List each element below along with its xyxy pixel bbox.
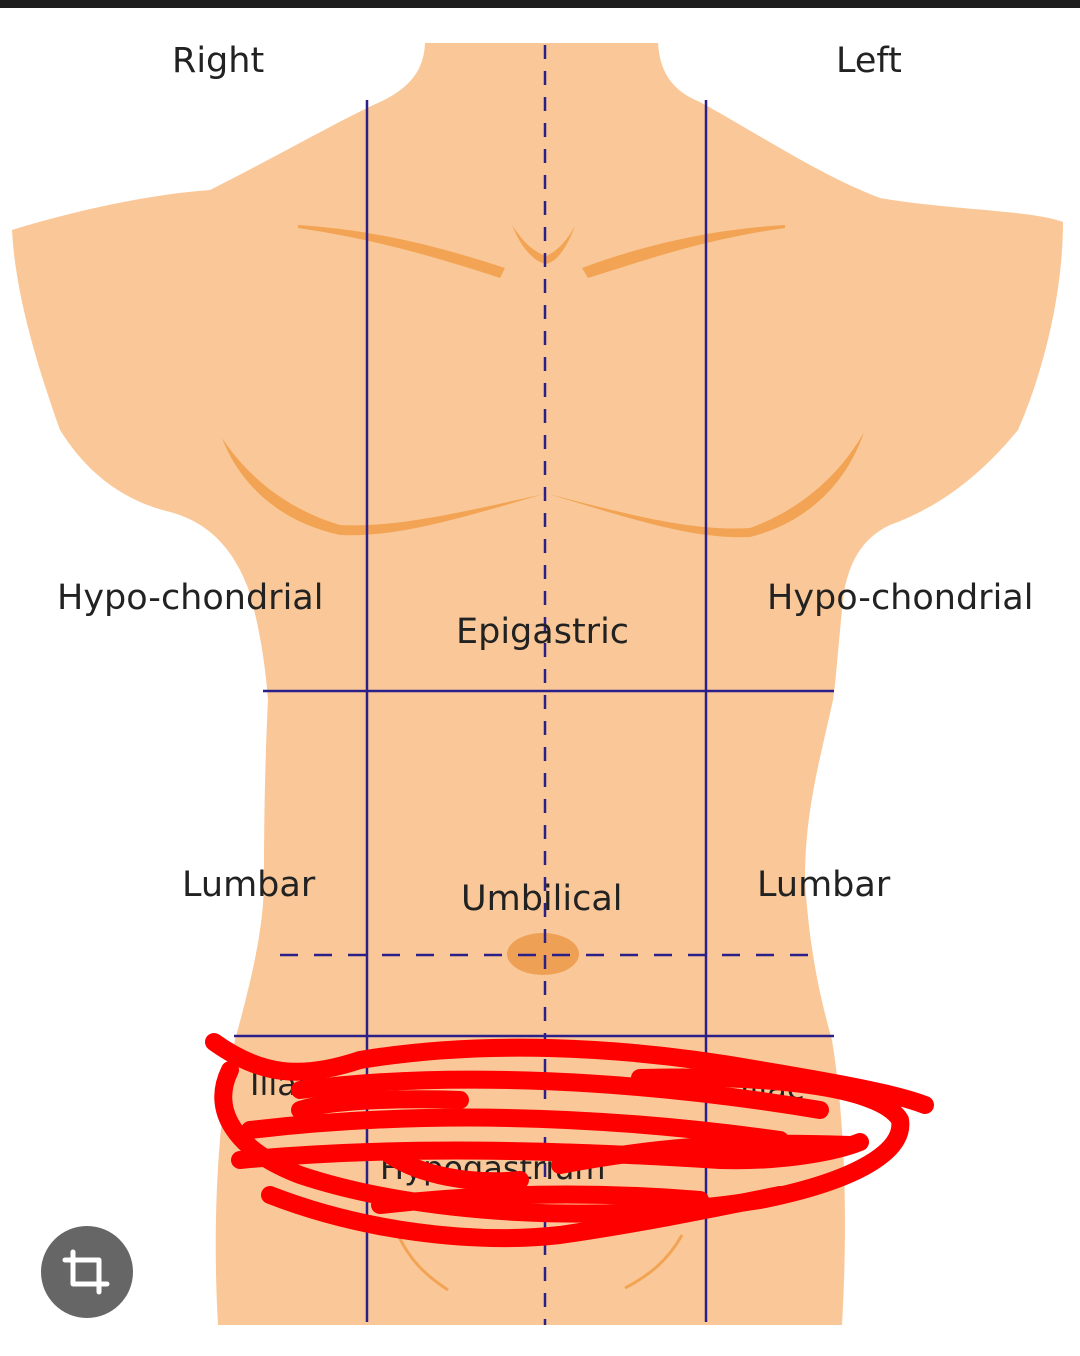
navel <box>507 933 579 975</box>
region-label-epigastric: Epigastric <box>456 612 630 652</box>
clavicle-crease-right <box>298 225 505 278</box>
region-label-iliac-left: Iliac <box>740 1069 805 1107</box>
clavicle-crease-left <box>582 225 785 278</box>
region-label-lumbar-right: Lumbar <box>182 865 316 905</box>
pectoral-crease-right <box>222 438 544 536</box>
crop-rotate-icon <box>62 1249 110 1295</box>
sternal-notch <box>512 225 575 264</box>
region-label-lumbar-left: Lumbar <box>757 865 891 905</box>
side-label-right: Right <box>172 41 265 81</box>
region-label-iliac-right: Iliac <box>250 1065 315 1103</box>
side-label-left: Left <box>836 41 902 81</box>
region-label-hypogastrium: Hypogastrium <box>380 1149 606 1187</box>
region-label-umbilical: Umbilical <box>461 879 623 919</box>
crop-rotate-button[interactable] <box>41 1226 133 1318</box>
region-label-hypochondrial-left: Hypo-chondrial <box>767 578 1034 618</box>
status-bar-strip <box>0 0 1080 8</box>
region-label-hypochondrial-right: Hypo-chondrial <box>57 578 324 618</box>
torso-silhouette <box>12 43 1063 1325</box>
